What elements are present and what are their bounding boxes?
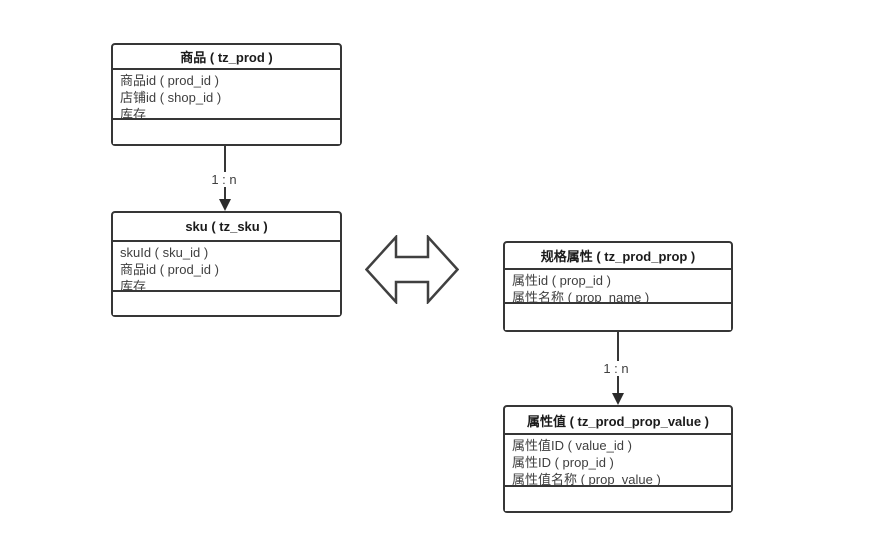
entity-table-prod-prop: 规格属性 ( tz_prod_prop ) 属性id ( prop_id ) 属… [503, 241, 733, 332]
table-footer [505, 302, 731, 330]
table-title: sku ( tz_sku ) [113, 213, 340, 242]
table-field: 属性值ID ( value_id ) [512, 438, 632, 453]
table-footer [505, 485, 731, 511]
table-field: 商品id ( prod_id ) [120, 73, 219, 88]
table-title: 商品 ( tz_prod ) [113, 45, 340, 70]
table-field: 属性值名称 ( prop_value ) [512, 472, 661, 485]
entity-table-prod-prop-value: 属性值 ( tz_prod_prop_value ) 属性值ID ( value… [503, 405, 733, 513]
table-field: 属性名称 ( prop_name ) [512, 290, 650, 302]
cardinality-label: 1 : n [594, 361, 638, 376]
entity-table-prod: 商品 ( tz_prod ) 商品id ( prod_id ) 店铺id ( s… [111, 43, 342, 146]
table-field: 属性id ( prop_id ) [512, 273, 611, 288]
table-field: 店铺id ( shop_id ) [120, 90, 222, 105]
table-field-list: 属性id ( prop_id ) 属性名称 ( prop_name ) [505, 270, 731, 302]
entity-table-sku: sku ( tz_sku ) skuId ( sku_id ) 商品id ( p… [111, 211, 342, 317]
table-field-list: skuId ( sku_id ) 商品id ( prod_id ) 库存 [113, 242, 340, 290]
arrowhead-down-icon [219, 199, 231, 211]
table-field-list: 属性值ID ( value_id ) 属性ID ( prop_id ) 属性值名… [505, 435, 731, 485]
table-field: skuId ( sku_id ) [120, 245, 209, 260]
table-field-list: 商品id ( prod_id ) 店铺id ( shop_id ) 库存 [113, 70, 340, 118]
table-title: 属性值 ( tz_prod_prop_value ) [505, 407, 731, 435]
table-field: 属性ID ( prop_id ) [512, 455, 614, 470]
table-footer [113, 290, 340, 315]
table-title: 规格属性 ( tz_prod_prop ) [505, 243, 731, 270]
table-field: 库存 [120, 107, 147, 118]
cardinality-label: 1 : n [202, 172, 246, 187]
table-field: 商品id ( prod_id ) [120, 262, 219, 277]
double-arrow-icon [365, 235, 459, 304]
arrowhead-down-icon [612, 393, 624, 405]
table-footer [113, 118, 340, 144]
table-field: 库存 [120, 279, 147, 290]
